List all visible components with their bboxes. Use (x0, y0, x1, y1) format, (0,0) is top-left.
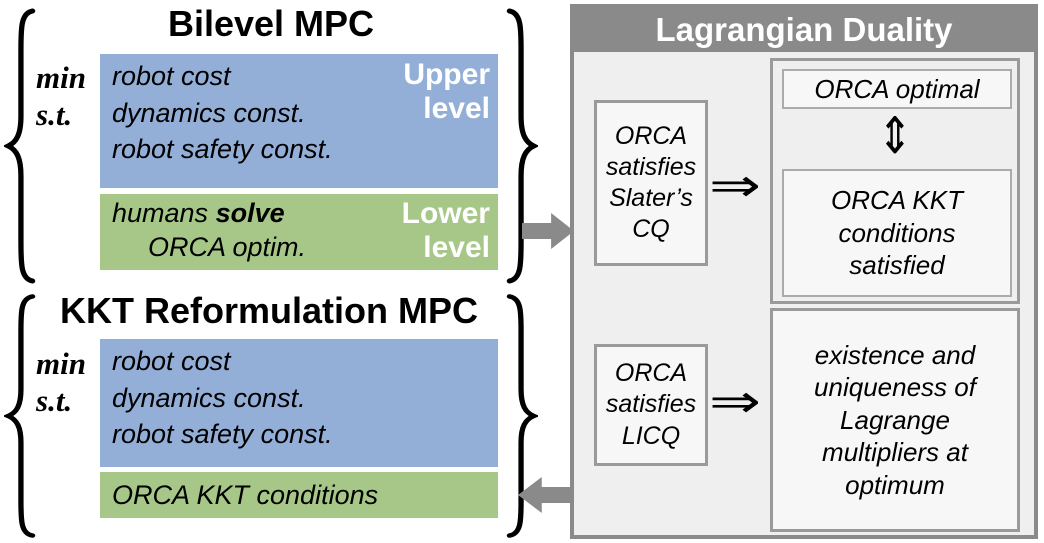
implies-arrow-icon: ⇒ (708, 158, 762, 212)
implies-arrow-icon-2: ⇒ (708, 374, 762, 428)
panel-title: Lagrangian Duality (574, 8, 1034, 52)
kkt-upper-constraints: robot cost dynamics const. robot safety … (112, 346, 333, 450)
orca-kkt-conditions-text: ORCA KKT conditions (112, 479, 379, 510)
kkt-equivalence-box: ORCA optimal ⇕ ORCA KKT conditions satis… (770, 58, 1020, 304)
right-brace-bilevel-icon (506, 8, 538, 284)
bilevel-upper-level-box: robot cost dynamics const. robot safety … (100, 54, 498, 188)
orca-kkt-satisfied-box: ORCA KKT conditions satisfied (782, 169, 1012, 297)
kkt-upper-box: robot cost dynamics const. robot safety … (100, 339, 498, 467)
bilevel-min-label: min (36, 60, 86, 95)
flow-arrow-right-icon (522, 213, 574, 249)
lower-box-line2: ORCA optim. (148, 231, 307, 262)
flow-arrow-left-icon (518, 477, 572, 513)
lower-box-line1: humans solve (100, 194, 498, 231)
bilevel-st-label: s.t. (36, 97, 73, 132)
left-brace-kkt-icon (4, 294, 36, 538)
humans-text: humans (112, 198, 216, 228)
right-brace-kkt-icon (506, 294, 538, 538)
kkt-green-box: ORCA KKT conditions (100, 472, 498, 518)
solve-text: solve (215, 198, 285, 228)
kkt-title: KKT Reformulation MPC (60, 290, 478, 331)
bilevel-title: Bilevel MPC (167, 3, 375, 44)
left-brace-bilevel-icon (4, 8, 36, 284)
slater-cq-box: ORCA satisfies Slater’s CQ (594, 100, 708, 266)
upper-level-label: Upper level (403, 58, 490, 125)
orca-optimal-box: ORCA optimal (782, 69, 1012, 109)
existence-uniqueness-box: existence and uniqueness of Lagrange mul… (770, 308, 1020, 532)
bilevel-lower-level-box: humans solve ORCA optim. Lower level (100, 194, 498, 270)
lower-level-label: Lower level (401, 197, 490, 264)
lagrangian-duality-panel: Lagrangian Duality ORCA satisfies Slater… (570, 4, 1038, 539)
licq-box: ORCA satisfies LICQ (594, 344, 708, 466)
bilevel-upper-constraints: robot cost dynamics const. robot safety … (112, 61, 333, 165)
iff-arrow-icon: ⇕ (877, 106, 913, 165)
kkt-st-label: s.t. (36, 383, 73, 418)
kkt-min-label: min (36, 346, 86, 381)
